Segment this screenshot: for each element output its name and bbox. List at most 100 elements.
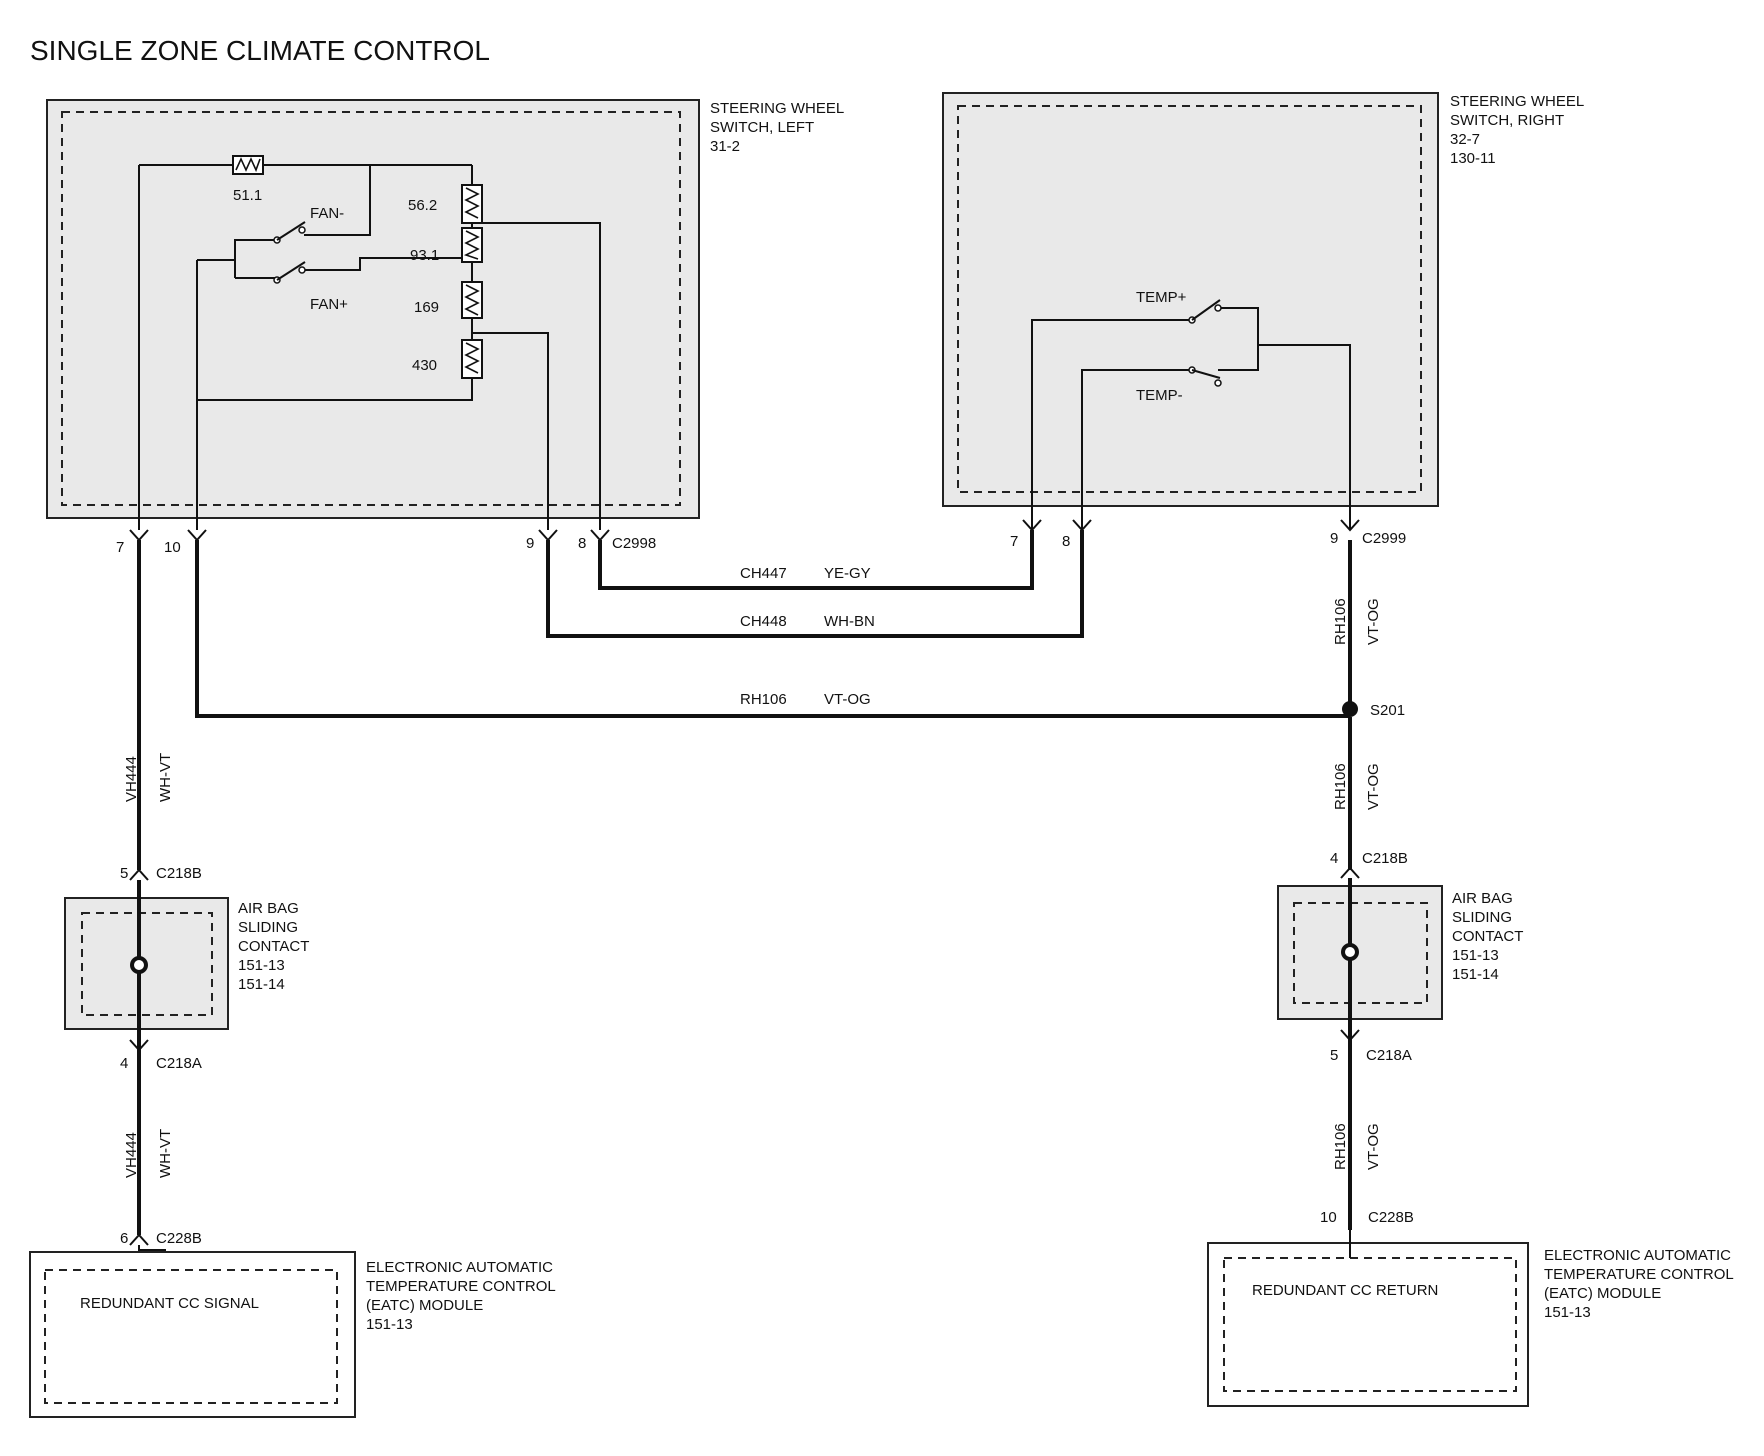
pin-8-label: 8	[578, 535, 586, 552]
connector-c2999-label: C2999	[1362, 530, 1406, 547]
fan-plus-label: FAN+	[310, 296, 348, 313]
wire-ch447	[598, 530, 1034, 590]
eatc-right-housing	[1207, 1242, 1529, 1407]
wire-vh444-top-circuit: VH444	[123, 756, 140, 802]
eatc-left-housing	[29, 1251, 356, 1418]
resistor-93-1: 93.1	[410, 227, 483, 264]
pin-r9-label: 9	[1330, 530, 1338, 547]
connector-c218b-right-label: C218B	[1362, 850, 1408, 867]
airbag-sliding-contact-left: 5 C218B AIR BAG SLIDING CONTACT 151-13 1…	[64, 865, 313, 1072]
svg-text:51.1: 51.1	[233, 187, 262, 204]
wire-rh106-v3-circuit: RH106	[1332, 1123, 1349, 1170]
svg-text:93.1: 93.1	[410, 247, 439, 264]
temp-common-loop	[1218, 307, 1259, 371]
svg-text:10: 10	[1320, 1209, 1337, 1226]
pin-7-arrow	[129, 529, 149, 542]
connector-c2998-pins: 7 10 9 8 C2998	[116, 529, 656, 556]
connector-c218a-right-label: C218A	[1366, 1047, 1412, 1064]
temp-plus-switch: TEMP+	[1136, 289, 1222, 324]
airbag-sliding-contact-right: 4 C218B AIR BAG SLIDING CONTACT 151-13 1…	[1277, 850, 1523, 1230]
pin8-internal-wire	[472, 222, 601, 530]
pin-9-label: 9	[526, 535, 534, 552]
resistor-56-2: 56.2	[408, 184, 483, 224]
wire-ch447-circuit: CH447	[740, 565, 787, 582]
wire-rh106-horizontal	[195, 540, 1350, 718]
svg-text:4: 4	[120, 1055, 128, 1072]
switch-right-inner-boundary	[957, 105, 1422, 493]
steering-wheel-switch-left: STEERING WHEEL SWITCH, LEFT 31-2 FAN-	[46, 99, 848, 530]
switch-right-housing	[942, 92, 1439, 507]
wire-rh106-h-color: VT-OG	[824, 691, 871, 708]
connector-c2998-label: C2998	[612, 535, 656, 552]
wire-rh106-v1-circuit: RH106	[1332, 598, 1349, 645]
wire-vh444-bottom-color: WH-VT	[157, 1129, 174, 1178]
pin-r7-label: 7	[1010, 533, 1018, 550]
switch-left-label: STEERING WHEEL SWITCH, LEFT 31-2	[710, 100, 848, 155]
wire-rh106-v1-color: VT-OG	[1365, 598, 1382, 645]
airbag-right-contact	[1341, 943, 1359, 961]
temp-minus-wire	[1081, 369, 1190, 530]
connector-c2999-pins: 7 8 9 C2999	[1010, 519, 1406, 550]
eatc-left-label: ELECTRONIC AUTOMATIC TEMPERATURE CONTROL…	[366, 1259, 559, 1333]
svg-text:5: 5	[120, 865, 128, 882]
eatc-module-right: 10 C228B REDUNDANT CC RETURN ELECTRONIC …	[1207, 1209, 1737, 1407]
wire-ch448-circuit: CH448	[740, 613, 787, 630]
pin-8-arrow	[590, 529, 610, 542]
connector-c228b-right-label: C228B	[1368, 1209, 1414, 1226]
wire-vh444-bottom-circuit: VH444	[123, 1132, 140, 1178]
svg-text:430: 430	[412, 357, 437, 374]
connector-c218b-left-label: C218B	[156, 865, 202, 882]
temp-plus-label: TEMP+	[1136, 289, 1187, 306]
pin-10-label: 10	[164, 539, 181, 556]
pin-c218b-left-arrow	[129, 868, 149, 881]
airbag-left-label: AIR BAG SLIDING CONTACT 151-13 151-14	[238, 900, 313, 993]
airbag-right-housing	[1277, 885, 1443, 1020]
wire-rh106-v2-color: VT-OG	[1365, 763, 1382, 810]
svg-text:5: 5	[1330, 1047, 1338, 1064]
pin-9-arrow	[538, 529, 558, 542]
svg-text:169: 169	[414, 299, 439, 316]
wire-vh444-top-color: WH-VT	[157, 753, 174, 802]
splice-s201	[1342, 701, 1358, 717]
switch-left-inner-boundary	[61, 111, 681, 506]
svg-text:6: 6	[120, 1230, 128, 1247]
pin-7-label: 7	[116, 539, 124, 556]
pin-c218a-right-arrow	[1340, 1029, 1360, 1042]
wire-rh106-h-circuit: RH106	[740, 691, 787, 708]
eatc-module-left: 6 C228B REDUNDANT CC SIGNAL ELECTRONIC A…	[29, 1230, 559, 1418]
switch-left-housing	[46, 99, 700, 519]
connector-c228b-left-label: C228B	[156, 1230, 202, 1247]
steering-wheel-switch-right: STEERING WHEEL SWITCH, RIGHT 32-7 130-11…	[942, 92, 1584, 530]
temp-minus-switch: TEMP-	[1136, 366, 1222, 404]
eatc-right-label: ELECTRONIC AUTOMATIC TEMPERATURE CONTROL…	[1544, 1247, 1737, 1321]
fan-plus-switch: FAN+	[273, 261, 348, 313]
wire-ch448-color: WH-BN	[824, 613, 875, 630]
pin-c218b-right-arrow	[1340, 866, 1360, 879]
wire-ch447-color: YE-GY	[824, 565, 871, 582]
splice-s201-label: S201	[1370, 702, 1405, 719]
airbag-left-contact	[130, 956, 148, 974]
pin9-internal-wire	[472, 332, 549, 530]
eatc-left-inner-boundary	[44, 1269, 338, 1404]
eatc-right-inner-boundary	[1223, 1257, 1517, 1392]
ladder-bottom-wire	[197, 378, 473, 401]
pin-10-arrow	[187, 529, 207, 542]
wire-ch448	[546, 530, 1084, 638]
airbag-right-inner-boundary	[1293, 902, 1428, 1004]
connector-c218a-left-label: C218A	[156, 1055, 202, 1072]
fan-minus-switch: FAN-	[273, 205, 344, 244]
eatc-left-inner-label: REDUNDANT CC SIGNAL	[80, 1295, 259, 1312]
eatc-right-inner-label: REDUNDANT CC RETURN	[1252, 1282, 1438, 1299]
pin-r8-label: 8	[1062, 533, 1070, 550]
resistor-430: 430	[412, 339, 483, 379]
airbag-left-inner-boundary	[81, 912, 213, 1016]
svg-text:4: 4	[1330, 850, 1338, 867]
resistor-51-1: 51.1	[232, 155, 264, 204]
fan-minus-label: FAN-	[310, 205, 344, 222]
temp-plus-wire	[1031, 319, 1190, 530]
pin-c228b-left-arrow	[129, 1233, 149, 1246]
temp-minus-label: TEMP-	[1136, 387, 1183, 404]
pin-r9-arrow	[1340, 519, 1360, 532]
fan-plus-output	[300, 257, 472, 271]
